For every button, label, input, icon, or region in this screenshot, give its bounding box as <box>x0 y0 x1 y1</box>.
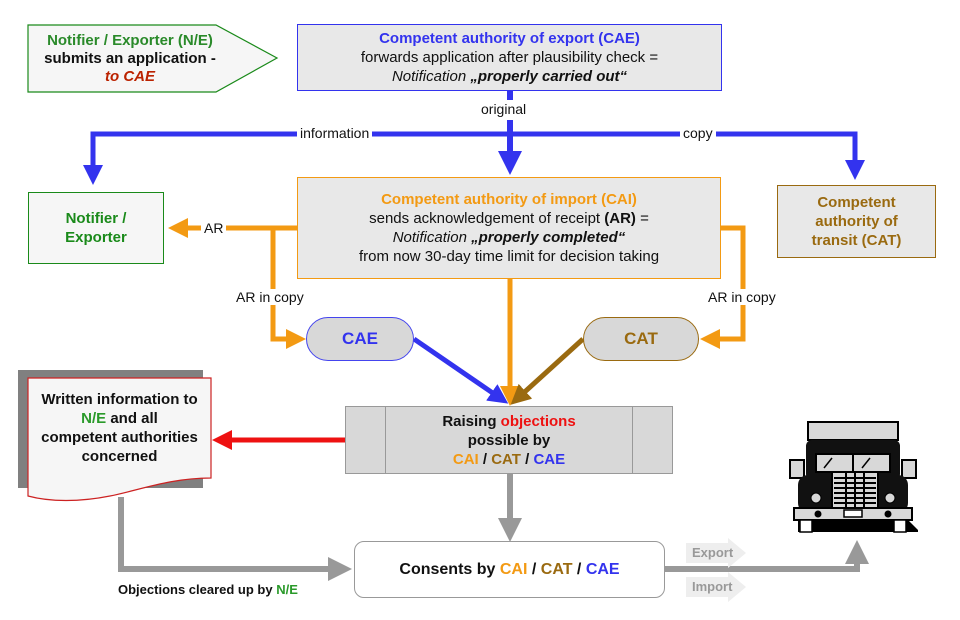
cai-title: Competent authority of import (CAI) <box>381 191 637 208</box>
cat-objection-line <box>510 337 585 405</box>
cae-line3-bold: „properly carried out“ <box>470 68 628 85</box>
written-info-paper <box>27 377 212 502</box>
application-text: Notifier / Exporter (N/E) submits an app… <box>30 25 230 92</box>
written-info-text: Written information to N/E and all compe… <box>28 378 211 478</box>
written-line3: competent authorities <box>41 429 198 446</box>
ar-in-copy-left-label: AR in copy <box>233 289 307 305</box>
written-line2: N/E and all <box>81 409 158 428</box>
ar-label: AR <box>201 220 227 236</box>
cai-line3-bold: „properly completed“ <box>471 229 626 246</box>
cat-line2: authority of <box>815 213 898 230</box>
ar-copy-right-line <box>700 225 746 349</box>
written-line2-suffix: and all <box>106 410 158 427</box>
truck-front-icon <box>789 421 918 533</box>
notifier-box: Notifier / Exporter <box>28 192 164 264</box>
cae-line3: Notification „properly carried out“ <box>392 67 627 86</box>
original-label: original <box>478 101 530 117</box>
cae-line2: forwards application after plausibility … <box>360 49 659 66</box>
objections-word: objections <box>500 412 576 430</box>
objections-cai: CAI <box>452 450 479 468</box>
cai-line2-suffix: = <box>635 210 649 227</box>
application-line3: to CAE <box>105 67 155 85</box>
cai-box: Competent authority of import (CAI) send… <box>297 177 721 279</box>
objections-line1-prefix: Raising <box>442 412 501 430</box>
export-tag-shape <box>686 538 746 568</box>
objections-right-bar <box>632 407 672 473</box>
objections-sep: / <box>478 450 492 468</box>
copy-label: copy <box>680 125 716 141</box>
cai-line3: Notification „properly completed“ <box>393 228 626 247</box>
written-line4: concerned <box>81 448 158 465</box>
cae-line3-prefix: Notification <box>391 68 471 85</box>
cleared-ne: N/E <box>276 582 298 597</box>
cleared-label: Objections cleared up by N/E <box>118 582 298 597</box>
objections-left-bar <box>346 407 386 473</box>
objections-line1: Raising objections <box>442 412 575 431</box>
consents-prefix: Consents by <box>399 560 500 578</box>
consents-sep: / <box>527 560 541 578</box>
cleared-line <box>118 497 352 581</box>
cai-line4: from now 30-day time limit for decision … <box>358 248 660 265</box>
import-tag: Import <box>692 578 733 594</box>
cat-line1: Competent <box>817 194 896 211</box>
cat-box: Competent authority of transit (CAT) <box>777 185 936 258</box>
export-tag: Export <box>692 544 734 560</box>
written-line1: Written information to <box>41 391 198 408</box>
consents-cai: CAI <box>499 560 528 578</box>
application-line1: Notifier / Exporter (N/E) <box>47 31 213 49</box>
notifier-line1: Notifier / <box>65 210 127 227</box>
cai-line3-prefix: Notification <box>392 229 472 246</box>
cae-title: Competent authority of export (CAE) <box>379 30 640 47</box>
cat-pill: CAT <box>583 317 699 361</box>
objections-line3: CAI / CAT / CAE <box>453 450 565 469</box>
application-line2: submits an application - <box>44 49 216 67</box>
copy-line <box>510 131 865 180</box>
cat-line3: transit (CAT) <box>811 232 902 249</box>
ar-in-copy-right-label: AR in copy <box>705 289 779 305</box>
objections-cat: CAT <box>491 450 521 468</box>
notifier-line2: Exporter <box>65 229 127 246</box>
objections-box: Raising objections possible by CAI / CAT… <box>345 406 673 474</box>
cae-pill: CAE <box>306 317 414 361</box>
information-label: information <box>297 125 373 141</box>
cai-line2-bold: (AR) <box>604 210 636 227</box>
cae-objection-line <box>412 336 509 404</box>
consents-truck-line <box>665 540 869 572</box>
consents-cae: CAE <box>585 560 620 578</box>
consents-cat: CAT <box>540 560 573 578</box>
objections-sep: / <box>520 450 534 468</box>
consents-text: Consents by CAI / CAT / CAE <box>399 561 619 579</box>
import-tag-shape <box>686 572 746 602</box>
ar-copy-left-line <box>270 228 306 349</box>
application-arrow-shape <box>27 24 279 93</box>
objections-line2: possible by <box>467 431 551 449</box>
cai-line2: sends acknowledgement of receipt (AR) = <box>369 209 649 228</box>
objections-cae: CAE <box>533 450 566 468</box>
consents-box: Consents by CAI / CAT / CAE <box>354 541 665 598</box>
cai-line2-prefix: sends acknowledgement of receipt <box>369 210 605 227</box>
consents-sep: / <box>572 560 586 578</box>
cleared-prefix: Objections cleared up by <box>118 582 277 597</box>
cae-box: Competent authority of export (CAE) forw… <box>297 24 722 91</box>
written-ne: N/E <box>81 410 107 427</box>
